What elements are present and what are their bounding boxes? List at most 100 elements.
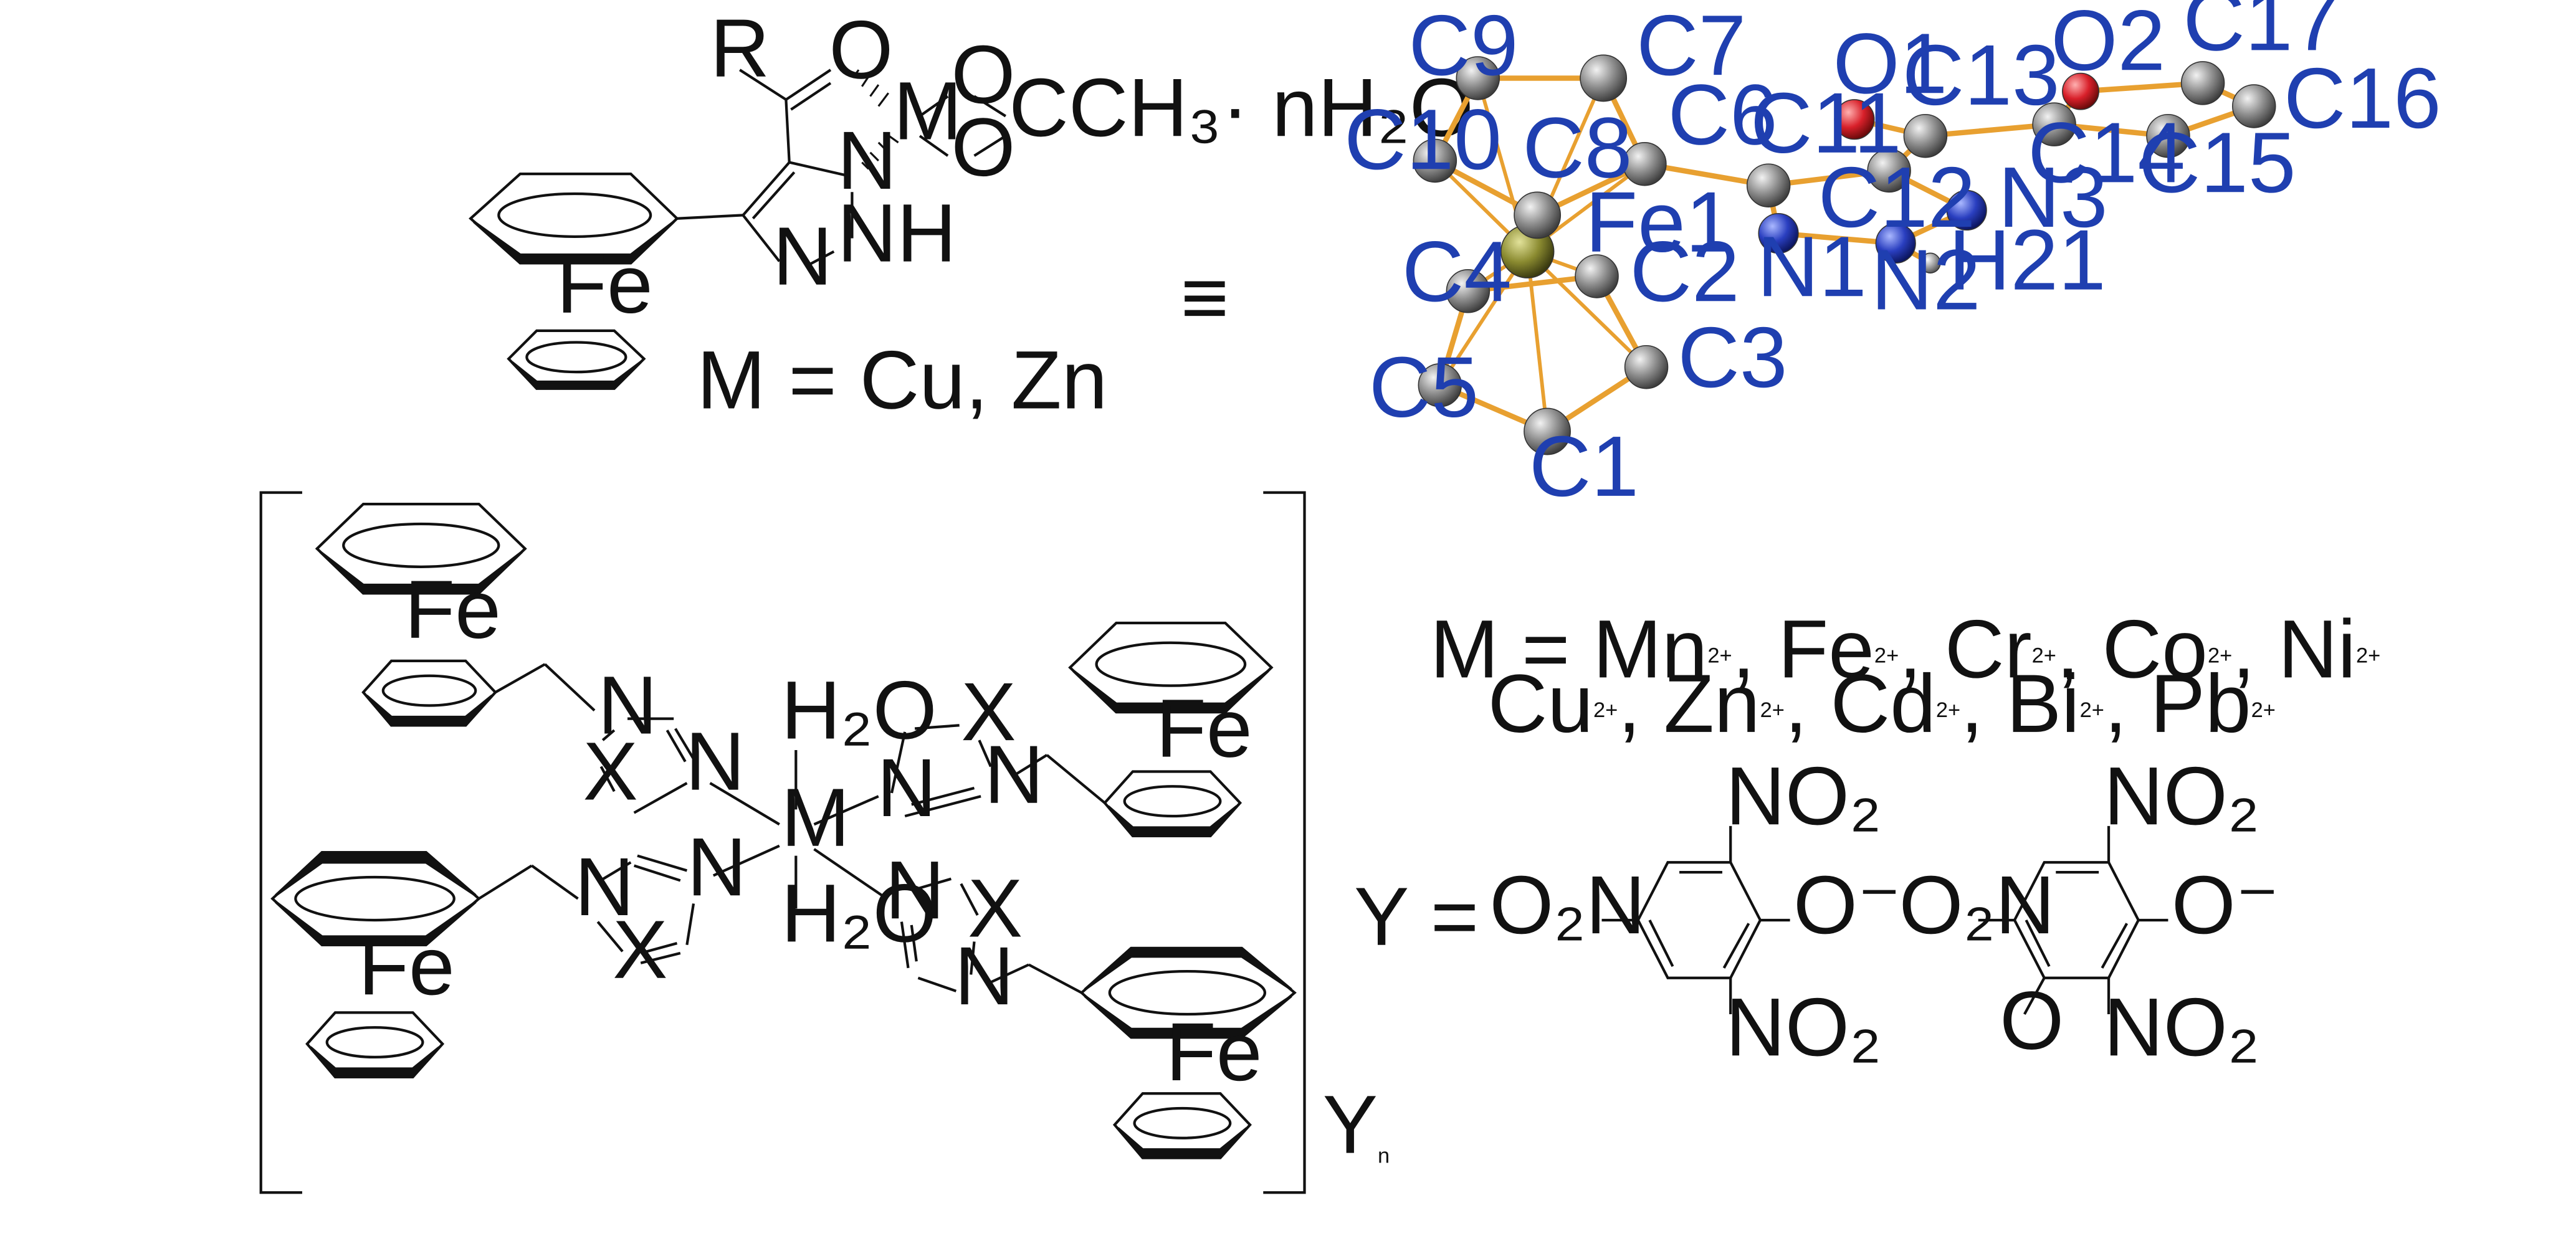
triazole-b [890, 724, 992, 818]
atom-n2 [1875, 222, 1916, 264]
crystal-atom-labels: C9 C7 C10 C8 C6 C11 O1 C13 O2 C17 C16 C1… [1344, 0, 2441, 515]
charge: 2+ [1593, 698, 1618, 722]
charge: 2+ [1707, 644, 1732, 668]
atom-c9 [1456, 56, 1500, 100]
metal-cu: Cu [1488, 658, 1593, 750]
atom-c13 [1903, 113, 1948, 158]
atom-c10 [1413, 138, 1457, 183]
label-n1: N1 [1757, 219, 1867, 315]
atom-c14 [2032, 102, 2076, 146]
atom-c2 [1575, 254, 1619, 298]
y-definition-label: Y = [1354, 871, 1479, 963]
atom-c16 [2232, 84, 2276, 128]
n-label-a2: N [685, 716, 745, 808]
label-o2: O2 [2051, 0, 2165, 88]
triazole-nitrogen-lower-label: N [773, 211, 832, 303]
atom-o2 [2062, 72, 2099, 110]
charge: 2+ [1760, 698, 1785, 722]
aqua-ligand-bottom: H₂O [781, 867, 937, 959]
x-label-a: X [583, 726, 637, 818]
label-c8: C8 [1522, 100, 1632, 196]
styphnate-structure [1978, 825, 2168, 1015]
coordination-bond-hashed [852, 69, 899, 170]
picrate-nitro-left: O₂N [1489, 859, 1645, 951]
metal-ni: Ni [2278, 603, 2356, 695]
label-c5: C5 [1369, 340, 1479, 435]
atom-c1 [1524, 407, 1571, 455]
picrate-phenolate: O⁻ [1793, 859, 1901, 951]
metal-coordination-bonds [709, 750, 888, 909]
charge: 2+ [1936, 698, 1960, 722]
metal-list-line-2: Cu2+, Zn2+, Cd2+, Bi2+, Pb2+ [1488, 658, 2276, 750]
label-c2: C2 [1630, 224, 1740, 320]
triazole-a [599, 717, 697, 814]
ferrocene-2 [1011, 621, 1274, 837]
crystal-atoms [1413, 54, 2276, 455]
metal-bi: Bi [2006, 658, 2080, 750]
acetate-oxygen-top-label: O [951, 29, 1015, 121]
label-c10: C10 [1344, 92, 1502, 188]
ferrocene-1 [315, 503, 596, 727]
atom-c8 [1514, 191, 1562, 239]
n-label-d1: N [885, 844, 945, 936]
styphnate-oxygen: O [2000, 975, 2064, 1067]
picrate-nitro-top: NO₂ [1725, 750, 1881, 842]
metal-list-prefix: M = [1430, 603, 1570, 695]
right-bracket [1263, 491, 1306, 1194]
n-label-a1: N [598, 660, 657, 752]
acetate-oxygen-bottom-label: O [951, 102, 1015, 194]
label-o1: O1 [1833, 16, 1947, 112]
carbonyl-oxygen-label: O [829, 4, 893, 96]
label-fe1: Fe1 [1585, 174, 1733, 270]
atom-c3 [1624, 345, 1669, 389]
atom-c12 [1867, 148, 1911, 193]
label-c11: C11 [1750, 75, 1902, 171]
x-label-b: X [961, 666, 1016, 758]
label-c7: C7 [1636, 0, 1746, 93]
charge: 2+ [2208, 644, 2232, 668]
ferrocene-3 [270, 851, 579, 1078]
octahedral-complex [259, 491, 1306, 1194]
label-c14: C14 [2028, 105, 2185, 201]
n-label-c2: N [687, 821, 747, 913]
fe-label-3: Fe [358, 920, 455, 1012]
label-n3: N3 [1998, 150, 2107, 245]
label-c6: C6 [1667, 67, 1777, 163]
atom-c17 [2180, 61, 2225, 105]
ferrocene-4 [985, 946, 1297, 1159]
charge: 2+ [2251, 698, 2276, 722]
styphnate-nitro-left: O₂N [1899, 859, 2054, 951]
metal-note: M = Cu, Zn [697, 334, 1107, 426]
fe-label-2: Fe [1156, 683, 1252, 775]
acetate-hydrate-label: CCH₃· nH₂O [1009, 62, 1474, 154]
n-label-c1: N [575, 841, 634, 933]
charge: 2+ [2356, 644, 2380, 668]
crystal-structure: C9 C7 C10 C8 C6 C11 O1 C13 O2 C17 C16 C1… [1344, 0, 2441, 515]
styphnate-nitro-bottom: NO₂ [2104, 981, 2259, 1073]
metal-fe: Fe [1778, 603, 1874, 695]
counterion-subscript: n [1378, 1144, 1390, 1167]
metal-cd: Cd [1830, 658, 1935, 750]
charge: 2+ [2032, 644, 2056, 668]
styphnate-labels: NO₂ NO₂ O₂N O⁻ O [1899, 750, 2279, 1073]
iron-label: Fe [556, 239, 653, 331]
metal-list-line-1: M = Mn2+, Fe2+, Cr2+, Co2+, Ni2+ [1430, 603, 2380, 695]
cyclopentadienyl-ring-lower [507, 329, 646, 390]
atom-c5 [1418, 363, 1462, 407]
atom-c15 [2146, 113, 2190, 158]
aqua-ligand-top: H₂O [781, 664, 937, 756]
label-c4: C4 [1402, 224, 1512, 320]
label-h21: H21 [1949, 212, 2106, 308]
metal-pb: Pb [2150, 658, 2251, 750]
x-label-c: X [613, 904, 667, 996]
label-c1: C1 [1529, 419, 1639, 515]
n-label-b2: N [984, 729, 1044, 821]
metal-center-label: M [894, 65, 962, 157]
counterion-y: Y [1323, 1079, 1378, 1171]
label-c16: C16 [2284, 50, 2441, 146]
triazole-nh-label: NH [837, 188, 956, 280]
label-c9: C9 [1408, 0, 1518, 93]
equivalence-symbol: ≡ [1181, 252, 1229, 344]
atom-c6 [1623, 142, 1667, 186]
